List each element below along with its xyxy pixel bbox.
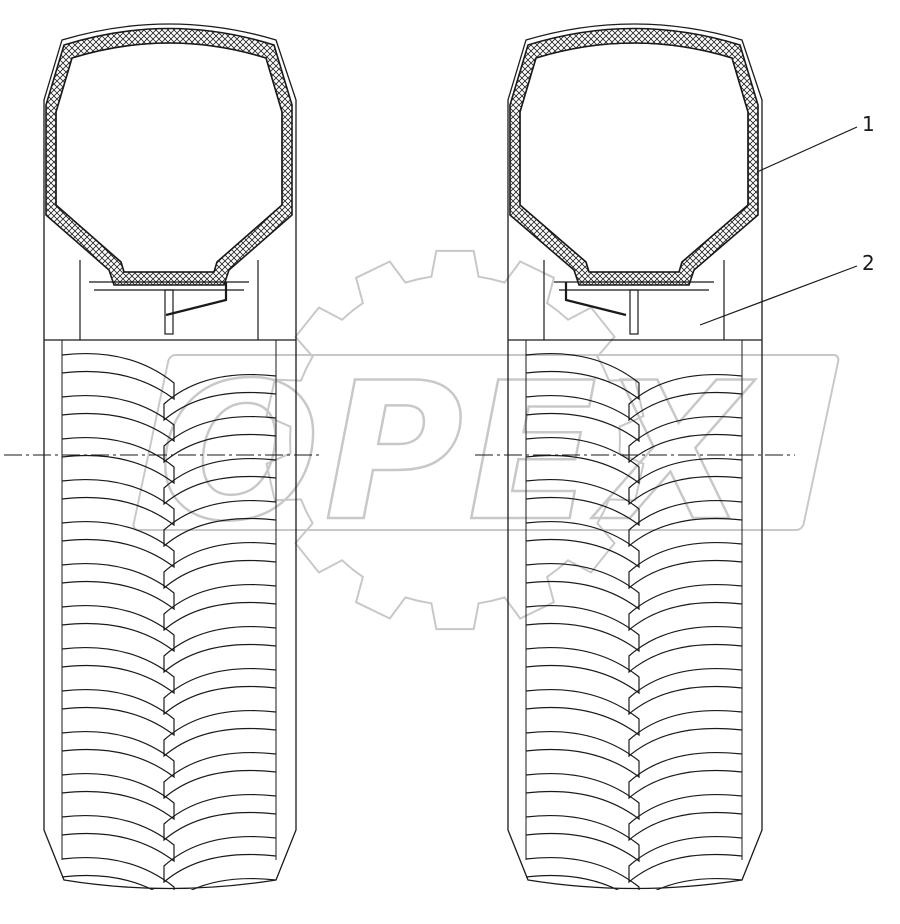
carcass-section (509, 27, 759, 286)
tread-block-right (628, 835, 743, 884)
tread-block-left (525, 688, 640, 737)
tread-block-right (163, 541, 277, 590)
tread-block-right (163, 583, 277, 632)
tread-block-left (61, 730, 175, 779)
valve-stem (564, 282, 627, 317)
rim-web (629, 289, 639, 335)
rim-web (164, 289, 174, 335)
tread-block-right (628, 667, 743, 716)
tire-outline (507, 23, 763, 890)
tread-block-right (163, 499, 277, 548)
tread-block-left (61, 646, 175, 695)
tread-block-left (61, 772, 175, 821)
tread-block-left (525, 646, 640, 695)
tread-block-right (628, 751, 743, 800)
tread-block-right (655, 877, 743, 890)
tread-block-right (163, 751, 277, 800)
callout-1-leader (756, 126, 858, 173)
carcass-section (45, 27, 293, 286)
tread-block-left (61, 520, 175, 569)
tread-block-right (628, 583, 743, 632)
tread-block-right (163, 835, 277, 884)
watermark-text: OPEX (158, 342, 756, 563)
tread-block-left (525, 478, 640, 527)
tread-block-right (628, 457, 743, 506)
tread-block-right (190, 877, 277, 890)
tread-block-left (61, 394, 175, 443)
tread-block-left (525, 730, 640, 779)
tread-block-left (525, 520, 640, 569)
inner-liner (55, 42, 283, 273)
tread-block-left (61, 436, 175, 485)
tread-block-right (163, 625, 277, 674)
tread-block-left (61, 856, 175, 890)
tread-block-left (525, 436, 640, 485)
callouts: 1 2 (699, 112, 875, 326)
inner-liner (519, 42, 749, 273)
tread-block-left (525, 604, 640, 653)
watermark-banner (132, 354, 840, 531)
tread-block-left (525, 394, 640, 443)
tread-block-right (163, 793, 277, 842)
tread-block-left (61, 688, 175, 737)
tread-block-left (61, 562, 175, 611)
tire-right (507, 23, 763, 890)
tread-block-right (628, 373, 743, 422)
opex-watermark: OPEX (132, 249, 840, 631)
tread-block-right (628, 499, 743, 548)
tread-block-right (628, 793, 743, 842)
tread-block-left (61, 352, 175, 401)
tread-pattern (525, 352, 743, 890)
tread-block-right (628, 709, 743, 758)
tread-block-left (525, 814, 640, 863)
tread-block-right (163, 709, 277, 758)
tread-block-left (525, 772, 640, 821)
tread-block-left (61, 478, 175, 527)
tread-block-right (628, 415, 743, 464)
tread-block-left (525, 352, 640, 401)
tire-outline (43, 23, 297, 890)
tire-left (43, 23, 297, 890)
callout-2-leader (699, 265, 858, 326)
tread-block-left (525, 856, 640, 890)
tread-block-right (163, 415, 277, 464)
tread-block-right (163, 667, 277, 716)
tread-block-right (163, 457, 277, 506)
tread-block-left (61, 814, 175, 863)
tread-block-right (163, 373, 277, 422)
callout-1-label: 1 (862, 112, 875, 136)
tread-block-left (525, 562, 640, 611)
tread-block-right (628, 541, 743, 590)
tread-pattern (61, 352, 277, 890)
tread-block-right (628, 625, 743, 674)
watermark-gear (265, 249, 645, 631)
tread-block-left (61, 604, 175, 653)
valve-stem (165, 282, 228, 317)
callout-2-label: 2 (862, 251, 875, 275)
